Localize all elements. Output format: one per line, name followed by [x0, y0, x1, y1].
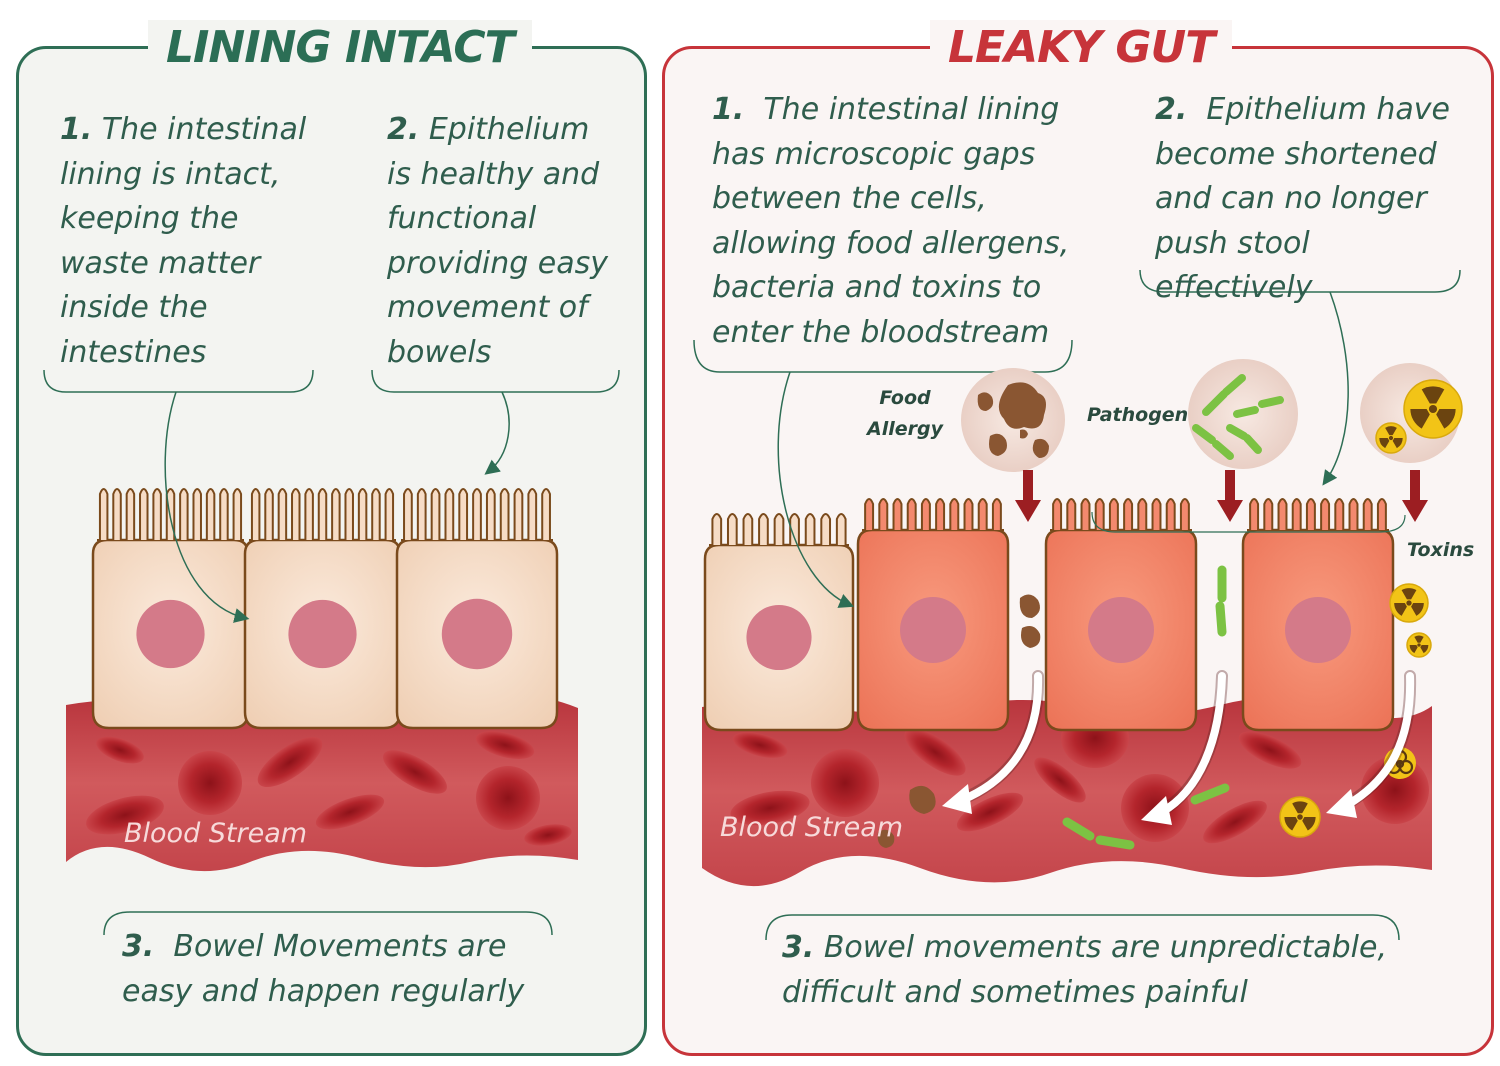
- red-blood-cell: [96, 736, 144, 764]
- red-blood-cell: [811, 749, 879, 817]
- allergen-icon: [977, 392, 994, 411]
- microvilli: [1050, 498, 1192, 531]
- note1-bubble-line: [693, 339, 1073, 373]
- curved-arrow-icon: [958, 672, 1415, 816]
- food-allergy-label: Food Allergy: [867, 387, 943, 440]
- allergen-icon: [1032, 438, 1049, 458]
- note-text: Bowel movements are unpredictable, diffi…: [782, 930, 1388, 1010]
- microvilli: [401, 488, 553, 541]
- toxins-label: Toxins: [1407, 539, 1475, 561]
- bacteria-icon: [1062, 817, 1095, 841]
- red-blood-cell: [315, 794, 385, 830]
- red-blood-cell: [178, 751, 242, 815]
- note-number: 1.: [60, 112, 93, 147]
- cell-nucleus: [288, 599, 357, 669]
- cell-nucleus: [441, 598, 513, 670]
- allergen-icon: [1021, 626, 1041, 648]
- healthy-epithelium: [91, 488, 559, 730]
- allergen-icon: [1020, 429, 1028, 439]
- allergen-icon: [998, 382, 1046, 429]
- red-blood-cell: [476, 766, 540, 830]
- red-blood-cell: [1034, 757, 1086, 803]
- cell-nucleus: [136, 599, 205, 669]
- red-blood-cell: [383, 750, 447, 794]
- note1-leaky: 1. The intestinal lining has microscopic…: [712, 88, 1072, 355]
- note-text: Epithelium have become shortened and can…: [1155, 92, 1450, 305]
- cell-nucleus: [1285, 597, 1351, 663]
- blood-stream-label: Blood Stream: [124, 818, 308, 849]
- red-blood-cell: [1238, 731, 1302, 769]
- radiation-icon: [1406, 632, 1432, 658]
- toxin-bubble: [1360, 363, 1463, 463]
- note-number: 2.: [1155, 92, 1188, 127]
- note-text: Bowel Movements are easy and happen regu…: [122, 929, 525, 1009]
- note3-intact: 3. Bowel Movements are easy and happen r…: [122, 925, 582, 1014]
- bacteria-icon: [1215, 601, 1227, 637]
- radiation-icon: [1279, 796, 1321, 838]
- curved-arrow-icon: [484, 391, 510, 475]
- arrow-down-icon: [1015, 470, 1428, 522]
- note2-intact: 2. Epithelium is healthy and functional …: [387, 108, 637, 375]
- curved-arrow-icon: [1322, 291, 1349, 486]
- curved-arrow-icon: [777, 371, 855, 608]
- radiation-icon: [1375, 422, 1407, 454]
- radiation-icon: [1389, 583, 1429, 623]
- page-title-lining-intact: LINING INTACT: [148, 20, 532, 76]
- note-number: 1.: [712, 92, 745, 127]
- note2-bubble-line: [371, 369, 620, 393]
- note-number: 3.: [122, 929, 155, 964]
- allergen-bubble: [961, 368, 1065, 472]
- blood-vessel-left: [66, 695, 578, 872]
- red-blood-cell: [86, 795, 164, 835]
- blood-stream-label: Blood Stream: [720, 812, 904, 843]
- microvilli: [249, 488, 396, 541]
- note2-bubble-line: [1139, 269, 1461, 293]
- note3-bubble-line: [103, 911, 553, 936]
- red-blood-cell: [475, 731, 535, 759]
- cell-nucleus: [1088, 597, 1154, 663]
- cell-nucleus: [746, 604, 812, 671]
- bacteria-icon: [1192, 374, 1284, 460]
- red-blood-cell: [730, 790, 810, 826]
- curved-arrow-icon: [164, 391, 250, 623]
- red-blood-cell: [257, 736, 323, 788]
- bacteria-icon: [1095, 835, 1135, 850]
- note-text: The intestinal lining is intact, keeping…: [60, 112, 307, 370]
- damaged-epithelium: [703, 498, 1395, 732]
- microvilli: [862, 498, 1004, 531]
- toxins-bubble-line: [1091, 511, 1406, 533]
- red-blood-cell: [732, 732, 788, 758]
- microvilli: [1247, 498, 1389, 531]
- note-text: Epithelium is healthy and functional pro…: [387, 112, 609, 370]
- bacteria-particles: [1062, 565, 1230, 850]
- note-number: 3.: [782, 930, 815, 965]
- note1-bubble-line: [43, 369, 314, 393]
- allergen-icon: [989, 433, 1007, 456]
- note-number: 2.: [387, 112, 420, 147]
- bacteria-icon: [1190, 783, 1230, 805]
- note2-leaky: 2. Epithelium have become shortened and …: [1155, 88, 1475, 311]
- allergen-particles: [877, 594, 1041, 848]
- microvilli: [709, 513, 849, 546]
- page-title-leaky-gut: LEAKY GUT: [930, 20, 1233, 76]
- cell-nucleus: [900, 597, 966, 663]
- allergen-icon: [909, 785, 936, 814]
- note3-bubble-line: [765, 914, 1400, 941]
- allergen-icon: [877, 829, 895, 848]
- red-blood-cell: [904, 728, 966, 776]
- arrow-head-icon: [942, 784, 1357, 825]
- note-text: The intestinal lining has microscopic ga…: [712, 92, 1070, 350]
- red-blood-cell: [524, 824, 572, 846]
- note3-leaky: 3. Bowel movements are unpredictable, di…: [782, 926, 1442, 1015]
- pathogen-label: Pathogen: [1087, 404, 1189, 426]
- note1-intact: 1. The intestinal lining is intact, keep…: [60, 108, 350, 375]
- pathogen-bubble: [1188, 359, 1298, 469]
- radiation-icon: [1403, 379, 1463, 439]
- red-blood-cell: [956, 792, 1024, 832]
- allergen-icon: [1019, 594, 1040, 618]
- red-blood-cell: [1203, 800, 1267, 844]
